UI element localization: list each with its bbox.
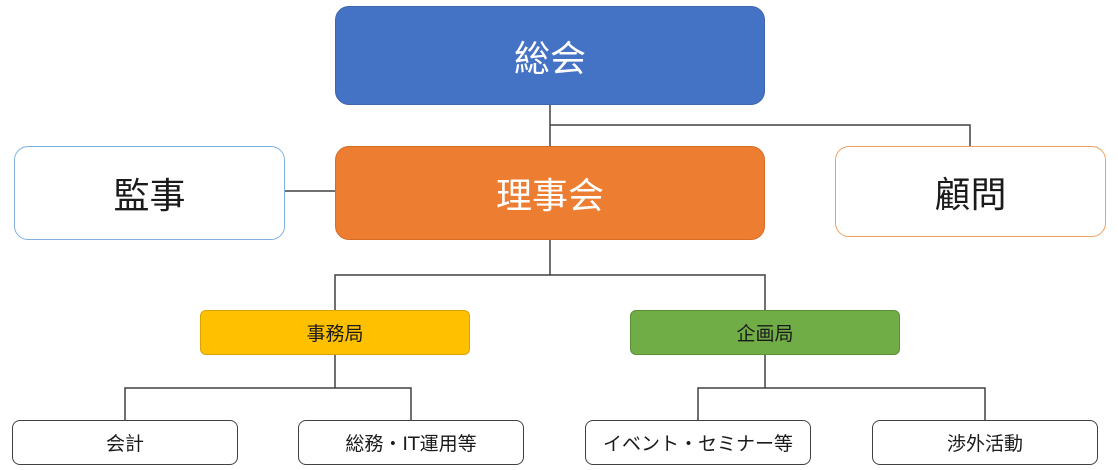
node-advisor: 顧問 (835, 146, 1106, 237)
node-secretariat-label: 事務局 (306, 323, 364, 345)
node-general-assembly: 総会 (335, 6, 765, 105)
node-events-seminars-label: イベント・セミナー等 (602, 433, 793, 455)
node-planning-bureau-label: 企画局 (736, 323, 794, 345)
node-auditor: 監事 (14, 146, 285, 240)
connector-soukai-komon (550, 124, 971, 146)
node-general-assembly-label: 総会 (513, 38, 586, 80)
connector-kikakukyoku-event (697, 387, 765, 420)
node-secretariat: 事務局 (200, 310, 470, 355)
node-accounting-label: 会計 (105, 433, 144, 455)
node-external-relations-label: 渉外活動 (946, 433, 1023, 455)
node-auditor-label: 監事 (113, 176, 186, 217)
connector-kikakukyoku-shougai (765, 387, 986, 420)
node-advisor-label: 顧問 (934, 174, 1007, 216)
node-accounting: 会計 (12, 420, 238, 465)
node-general-affairs-it-label: 総務・IT運用等 (345, 433, 477, 455)
node-board-of-directors: 理事会 (335, 146, 765, 240)
connector-rijikai-jimukyoku (334, 274, 550, 310)
node-general-affairs-it: 総務・IT運用等 (298, 420, 524, 465)
connector-jimukyoku-soumu (335, 387, 412, 420)
connector-jimukyoku-kaikei (124, 387, 335, 420)
node-events-seminars: イベント・セミナー等 (585, 420, 811, 465)
node-planning-bureau: 企画局 (630, 310, 900, 355)
connector-rijikai-kikakukyoku (550, 274, 766, 310)
node-external-relations: 渉外活動 (872, 420, 1098, 465)
node-board-of-directors-label: 理事会 (495, 176, 604, 217)
